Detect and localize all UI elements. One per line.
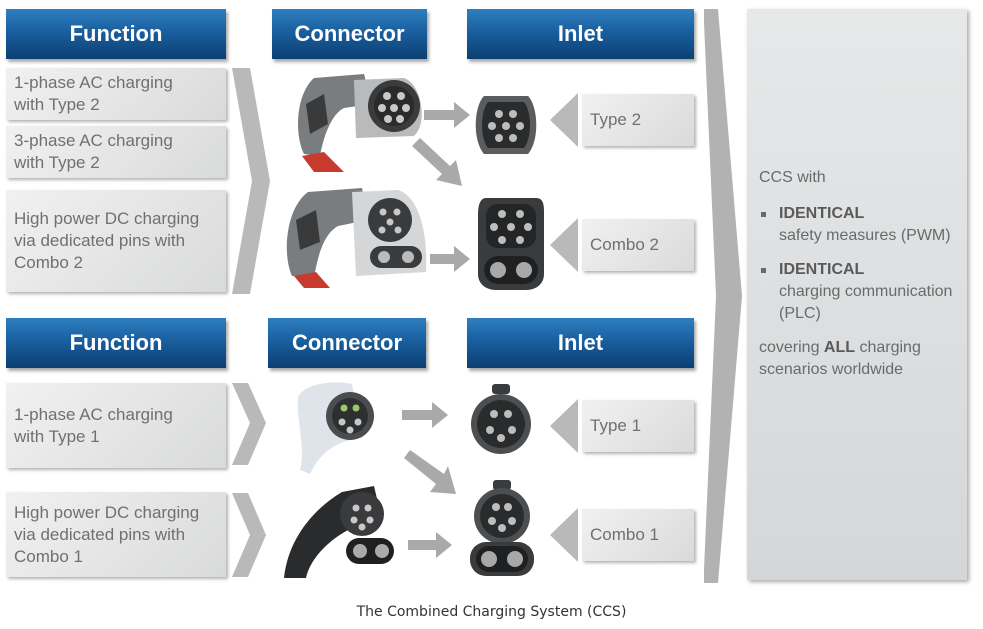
arrow-right-icon: [402, 402, 448, 428]
function-text: 1-phase AC charging with Type 1: [14, 404, 173, 446]
arrow-right-icon: [424, 102, 470, 128]
bullet-square-icon: [761, 268, 766, 273]
inlet-label-type2: Type 2: [582, 94, 694, 146]
inlet-label-combo1: Combo 1: [582, 509, 694, 561]
large-chevron-arrow-icon: [704, 9, 742, 583]
header-label: Inlet: [557, 21, 604, 46]
inlet-text: Type 2: [590, 110, 642, 129]
header-label: Function: [69, 330, 163, 355]
inlet-label-type1: Type 1: [582, 400, 694, 452]
inlet-text: Combo 1: [590, 525, 659, 544]
ccs-summary-panel: CCS with IDENTICAL safety measures (PWM)…: [747, 9, 967, 580]
chevron-left-icon: [550, 93, 578, 147]
function-text: 1-phase AC charging with Type 2: [14, 73, 173, 114]
header-inlet-top: Inlet: [467, 9, 694, 59]
function-box-1phase-type1: 1-phase AC charging with Type 1: [6, 383, 226, 468]
header-label: Connector: [292, 330, 402, 355]
bullet-square-icon: [761, 212, 766, 217]
function-text: 3-phase AC charging with Type 2: [14, 131, 173, 172]
function-box-dc-combo1: High power DC charging via dedicated pin…: [6, 492, 226, 577]
bullet-bold: IDENTICAL: [779, 205, 865, 222]
arrow-right-icon: [408, 532, 452, 558]
ccs-bullet-list: IDENTICAL safety measures (PWM) IDENTICA…: [759, 203, 957, 325]
bullet-text: safety measures (PWM): [779, 227, 951, 244]
bullet-text: charging communication (PLC): [779, 283, 953, 322]
bullet-bold: IDENTICAL: [779, 261, 865, 278]
function-box-1phase-type2: 1-phase AC charging with Type 2: [6, 68, 226, 120]
header-function-top: Function: [6, 9, 226, 59]
header-label: Inlet: [557, 330, 604, 355]
outro-post: charging scenarios worldwide: [759, 339, 921, 378]
combo2-inlet-icon: [478, 198, 544, 290]
function-text: High power DC charging via dedicated pin…: [14, 209, 200, 272]
function-box-dc-combo2: High power DC charging via dedicated pin…: [6, 190, 226, 292]
chevron-left-icon: [550, 508, 578, 562]
type1-inlet-icon: [471, 384, 531, 454]
header-connector-bottom: Connector: [268, 318, 426, 368]
inlet-text: Type 1: [590, 416, 642, 435]
combo1-connector-icon: [284, 486, 394, 578]
bullet-safety: IDENTICAL safety measures (PWM): [759, 203, 957, 247]
type2-inlet-icon: [475, 96, 537, 154]
type2-connector-icon: [298, 74, 422, 172]
header-inlet-bottom: Inlet: [467, 318, 694, 368]
header-function-bottom: Function: [6, 318, 226, 368]
header-label: Connector: [294, 21, 405, 46]
arrow-down-right-icon: [412, 138, 462, 186]
arrow-down-right-icon: [404, 450, 456, 494]
bullet-communication: IDENTICAL charging communication (PLC): [759, 259, 957, 325]
function-text: High power DC charging via dedicated pin…: [14, 502, 200, 566]
type1-connector-icon: [297, 382, 374, 474]
figure-caption: The Combined Charging System (CCS): [356, 604, 627, 620]
chevron-left-icon: [550, 218, 578, 272]
arrow-right-icon: [430, 246, 470, 272]
header-connector-top: Connector: [272, 9, 427, 59]
ccs-intro: CCS with: [759, 169, 826, 186]
function-box-3phase-type2: 3-phase AC charging with Type 2: [6, 126, 226, 178]
chevron-arrow-icon: [232, 68, 270, 294]
inlet-text: Combo 2: [590, 235, 659, 254]
inlet-label-combo2: Combo 2: [582, 219, 694, 271]
combo2-connector-icon: [286, 188, 427, 288]
outro-pre: covering: [759, 339, 824, 356]
ccs-outro: covering ALL charging scenarios worldwid…: [759, 337, 957, 381]
outro-bold: ALL: [823, 339, 856, 356]
header-label: Function: [69, 21, 163, 46]
combo1-inlet-icon: [470, 480, 534, 576]
chevron-arrow-icon: [232, 383, 266, 577]
chevron-left-icon: [550, 399, 578, 453]
